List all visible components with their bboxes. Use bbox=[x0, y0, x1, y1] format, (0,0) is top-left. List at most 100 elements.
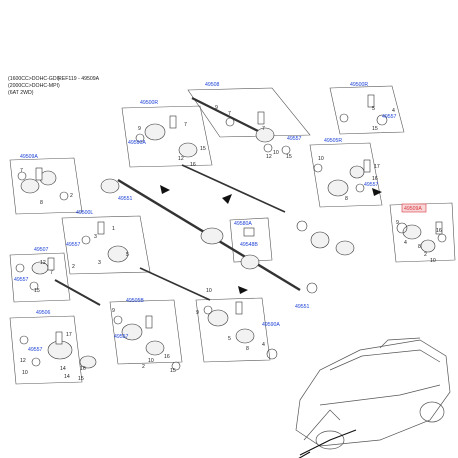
part-number: 7 bbox=[20, 168, 23, 174]
cv-joint-49500R bbox=[144, 123, 166, 141]
part-number: 5 bbox=[372, 106, 375, 112]
part-number: 4 bbox=[392, 108, 395, 114]
clamp bbox=[435, 221, 443, 235]
part-number: 3 bbox=[98, 260, 101, 266]
ref-49557-e: 49557 bbox=[14, 277, 29, 283]
part-number: 15 bbox=[286, 154, 292, 160]
part-number: 16 bbox=[164, 354, 170, 360]
ring bbox=[225, 117, 235, 127]
boot-49500L bbox=[107, 245, 129, 263]
clamp bbox=[145, 315, 153, 329]
part-number: 12 bbox=[20, 358, 26, 364]
ring bbox=[15, 263, 25, 273]
part-number: 16 bbox=[372, 176, 378, 182]
cv-joint-49548B bbox=[240, 254, 260, 270]
pointer-arrow bbox=[160, 185, 170, 194]
cv-joint-49505R bbox=[327, 179, 349, 197]
part-number: 14 bbox=[64, 374, 70, 380]
cv-joint-49590A bbox=[207, 309, 229, 327]
header-line-1: (1600CC>DOHC-GDI) bbox=[8, 76, 60, 82]
part-number: 8 bbox=[418, 244, 421, 250]
part-number: 10 bbox=[206, 288, 212, 294]
ring bbox=[59, 191, 69, 201]
ref-49505B: 49505B bbox=[126, 298, 144, 304]
part-number: 2 bbox=[142, 364, 145, 370]
ref-49506: 49506 bbox=[36, 310, 51, 316]
clamp bbox=[169, 115, 177, 129]
ring bbox=[203, 305, 213, 315]
ring bbox=[266, 348, 278, 360]
ref-49580A: 49580A bbox=[234, 221, 252, 227]
part-number: 9 bbox=[215, 105, 218, 111]
clamp bbox=[363, 159, 371, 173]
part-number: 5 bbox=[228, 336, 231, 342]
frame-49506 bbox=[9, 315, 83, 385]
part-number: 8 bbox=[345, 196, 348, 202]
part-number: 14 bbox=[60, 366, 66, 372]
pointer-arrow bbox=[238, 286, 248, 294]
ref-49557-g: 49557 bbox=[28, 347, 43, 353]
part-number: 7 bbox=[50, 270, 53, 276]
frame-49590A bbox=[195, 297, 271, 363]
ring bbox=[296, 220, 308, 232]
ring bbox=[171, 361, 181, 371]
clamp bbox=[235, 301, 243, 315]
ring bbox=[113, 315, 123, 325]
ref-49557-f: 49557 bbox=[114, 334, 129, 340]
part-number: 10 bbox=[22, 370, 28, 376]
part-number: 12 bbox=[40, 260, 46, 266]
part-number: 15 bbox=[34, 288, 40, 294]
pointer-arrow bbox=[222, 194, 232, 204]
part-number: 9 bbox=[112, 308, 115, 314]
header-ref-note: REF119 - 49509A bbox=[58, 76, 100, 82]
part-number: 10 bbox=[148, 358, 154, 364]
pointer-arrow bbox=[372, 188, 382, 196]
ref-49551-a: 49551 bbox=[118, 196, 133, 202]
ring bbox=[135, 133, 145, 143]
header-line-2: (2000CC>DOHC-MPI) bbox=[8, 83, 60, 89]
part-number: 17 bbox=[66, 332, 72, 338]
frame-49508 bbox=[187, 87, 311, 138]
ref-49551-b: 49551 bbox=[295, 304, 310, 310]
ring bbox=[355, 183, 365, 193]
part-number: 7 bbox=[184, 122, 187, 128]
ref-49500L: 49500L bbox=[76, 210, 93, 216]
frame-49500R-b bbox=[329, 85, 405, 135]
clamp bbox=[55, 331, 63, 345]
part-number: 10 bbox=[273, 150, 279, 156]
ring bbox=[396, 222, 408, 234]
ring bbox=[81, 235, 91, 245]
highlighted-ref: 49509A bbox=[401, 203, 427, 213]
part-number: 12 bbox=[266, 154, 272, 160]
part-number: 10 bbox=[318, 156, 324, 162]
ref-49508: 49508 bbox=[205, 82, 220, 88]
ring bbox=[17, 171, 27, 181]
ring bbox=[437, 233, 447, 243]
part-number: 2 bbox=[72, 264, 75, 270]
part-number: 4 bbox=[404, 240, 407, 246]
part-number: 7 bbox=[262, 126, 265, 132]
part-number: 8 bbox=[40, 200, 43, 206]
cv-joint-49500L-b bbox=[310, 231, 330, 249]
part-number: 1 bbox=[112, 226, 115, 232]
boot-right-side bbox=[335, 240, 355, 256]
part-number: 10 bbox=[430, 258, 436, 264]
ring bbox=[313, 163, 323, 173]
ref-49500R-b: 49500R bbox=[350, 82, 368, 88]
ring bbox=[376, 114, 388, 126]
frame-49500R bbox=[121, 105, 213, 168]
part-number: 9 bbox=[138, 126, 141, 132]
ref-49500R: 49500R bbox=[140, 100, 158, 106]
ring bbox=[306, 282, 318, 294]
ref-49557-d: 49557 bbox=[66, 242, 81, 248]
clamp bbox=[367, 94, 375, 108]
cv-joint-49500L-a bbox=[100, 178, 120, 194]
ring bbox=[31, 357, 41, 367]
part-number: 15 bbox=[200, 146, 206, 152]
ring bbox=[19, 335, 29, 345]
frame-49509A-hl bbox=[389, 202, 456, 263]
ref-49548B: 49548B bbox=[240, 242, 258, 248]
frame-49509A bbox=[9, 157, 83, 215]
part-number: 2 bbox=[424, 252, 427, 258]
vehicle-outline bbox=[295, 337, 451, 450]
